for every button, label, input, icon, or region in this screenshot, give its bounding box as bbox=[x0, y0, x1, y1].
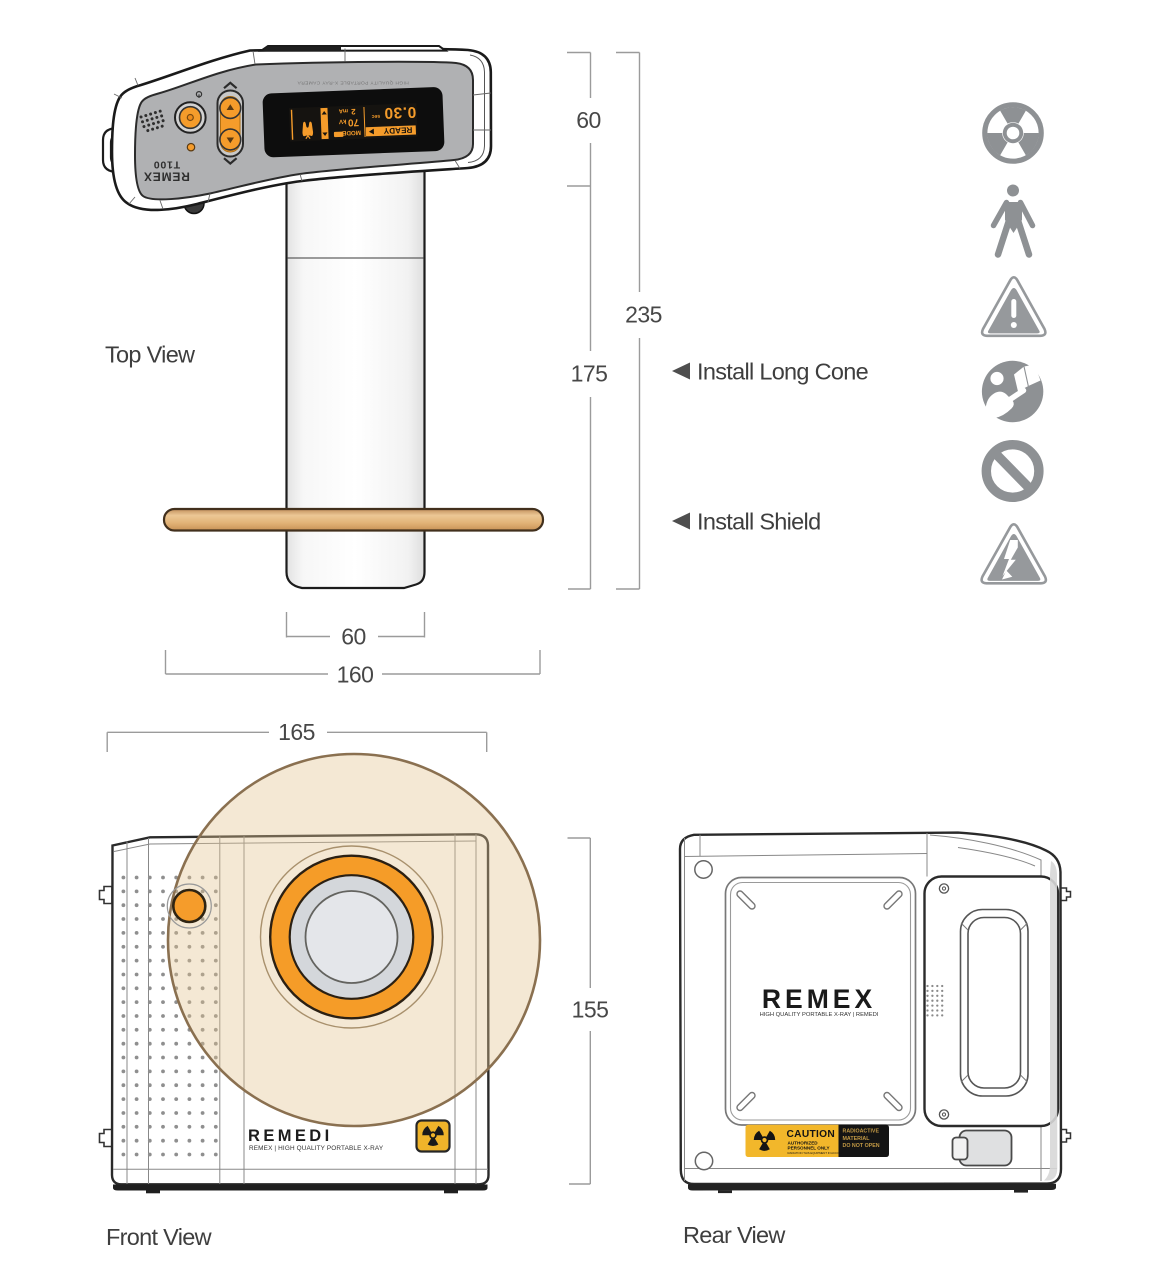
svg-text:mA: mA bbox=[338, 107, 348, 113]
svg-text:DO NOT OPEN: DO NOT OPEN bbox=[843, 1143, 880, 1149]
svg-text:60: 60 bbox=[576, 107, 601, 133]
svg-text:70: 70 bbox=[347, 116, 359, 127]
svg-text:0.30: 0.30 bbox=[384, 103, 417, 121]
svg-text:175: 175 bbox=[571, 361, 608, 387]
svg-text:REMEDI: REMEDI bbox=[248, 1127, 333, 1145]
svg-text:155: 155 bbox=[572, 997, 609, 1023]
svg-text:HIGH QUALITY PORTABLE X-RAY CA: HIGH QUALITY PORTABLE X-RAY CAMERA bbox=[297, 80, 409, 86]
svg-text:REMEX: REMEX bbox=[762, 984, 876, 1014]
svg-text:kV: kV bbox=[338, 118, 347, 125]
svg-text:RADIOACTIVE: RADIOACTIVE bbox=[843, 1129, 880, 1135]
svg-text:AUTHORIZED: AUTHORIZED bbox=[788, 1141, 819, 1146]
svg-text:Rear View: Rear View bbox=[683, 1222, 786, 1248]
svg-text:T100: T100 bbox=[153, 159, 180, 171]
svg-text:HIGH QUALITY PORTABLE X-RAY |: HIGH QUALITY PORTABLE X-RAY | REMEDI bbox=[760, 1012, 879, 1018]
svg-text:RADIATION THIS EQUIPMENT IN AC: RADIATION THIS EQUIPMENT IN ACCORD bbox=[788, 1151, 844, 1155]
svg-text:MATERIAL: MATERIAL bbox=[843, 1136, 871, 1142]
svg-text:235: 235 bbox=[625, 302, 662, 328]
svg-text:Top View: Top View bbox=[105, 342, 196, 368]
svg-text:165: 165 bbox=[278, 719, 315, 745]
svg-text:Install Long Cone: Install Long Cone bbox=[697, 359, 869, 385]
svg-text:60: 60 bbox=[341, 624, 366, 650]
svg-text:CAUTION: CAUTION bbox=[787, 1129, 836, 1140]
svg-text:sec: sec bbox=[371, 113, 380, 119]
svg-text:2: 2 bbox=[350, 107, 355, 116]
svg-text:160: 160 bbox=[337, 662, 374, 688]
svg-text:REMEX | HIGH QUALITY PORTABLE: REMEX | HIGH QUALITY PORTABLE X-RAY bbox=[249, 1145, 384, 1152]
svg-text:PERSONNEL ONLY: PERSONNEL ONLY bbox=[788, 1146, 830, 1151]
svg-text:Front View: Front View bbox=[106, 1224, 213, 1250]
svg-text:Install Shield: Install Shield bbox=[697, 509, 820, 535]
svg-text:REMEX: REMEX bbox=[143, 170, 190, 184]
svg-text:READY: READY bbox=[383, 125, 413, 135]
svg-text:MODE: MODE bbox=[342, 129, 361, 137]
